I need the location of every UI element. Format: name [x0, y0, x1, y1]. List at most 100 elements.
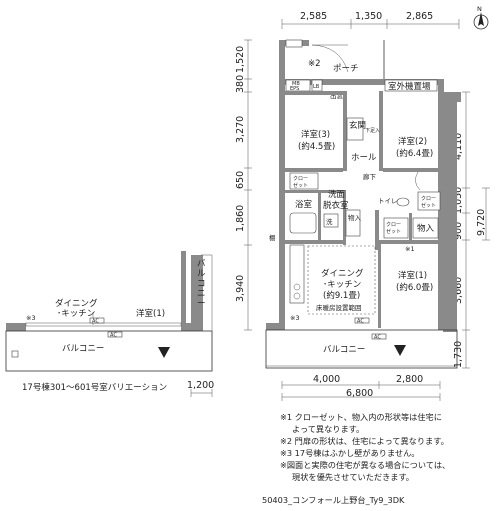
storage-label: 物入 [417, 223, 435, 234]
closet-3-label-2: ゼット [293, 182, 308, 189]
western2-size: (約6.4畳) [396, 148, 433, 159]
stove-burner-icon-2 [293, 292, 301, 300]
mb-label: MB [292, 81, 300, 87]
toilet-fixture [396, 197, 410, 207]
dim-right-2: 1,050 [453, 187, 464, 214]
dim-top-3: 2,865 [406, 11, 433, 22]
bathtub [289, 212, 317, 234]
entrance-box [346, 117, 364, 141]
dim-left-6: 3,940 [235, 275, 246, 302]
dim-top-2: 1,350 [355, 11, 382, 22]
bath-label: 浴室 [295, 199, 313, 210]
variation-width: 1,200 [187, 380, 214, 391]
lb-label: LB [313, 84, 320, 90]
variation-drain-icon [11, 350, 19, 358]
ac-unit-2 [371, 333, 387, 340]
variation-dimension-line [190, 389, 213, 397]
western3-name: 洋室(3) [301, 129, 330, 140]
door-swing [415, 171, 421, 191]
ac-unit-1 [354, 317, 370, 324]
dim-right-1: 4,110 [453, 133, 464, 160]
note-4: ※図面と実際の住宅が異なる場合については、 [280, 460, 450, 470]
dim-left-4: 650 [235, 171, 246, 189]
ldk-mark3: ※3 [290, 314, 300, 322]
variation-ac-1 [89, 317, 105, 324]
dim-right-3: 900 [453, 222, 464, 240]
right-dimension-line [462, 91, 490, 369]
washing-machine [323, 213, 339, 228]
variation-ac-2 [107, 331, 123, 338]
closet-3 [289, 172, 319, 190]
western2-name: 洋室(2) [398, 136, 427, 147]
dim-right-4: 3,660 [453, 277, 464, 304]
left-dimension-line [244, 39, 252, 331]
closet-2-label-2: ゼット [421, 202, 436, 209]
footer-code: 50403_コンフォール上野台_Ty9_3DK [262, 495, 405, 505]
closet-1-label-1: クロー [386, 222, 401, 228]
entrance-label-1: 玄関 [349, 120, 366, 131]
variation-western1: 洋室(1) [136, 308, 165, 319]
closet-2-label-1: クロー [421, 196, 436, 202]
variation-caption: 17号棟301～601号室バリエーション [22, 382, 167, 393]
storage-label-2: 物入 [348, 213, 362, 222]
western1-size: (約6.0畳) [396, 282, 433, 293]
entry-triangle-icon [394, 345, 406, 356]
ldk-name-1: ダイニング [321, 268, 364, 279]
balcony-label: バルコニー [323, 345, 365, 355]
dim-bottom-2: 2,800 [396, 374, 423, 385]
top-dimension-line [281, 19, 460, 29]
closet-1-label-2: ゼット [386, 228, 401, 235]
interior-walls [285, 91, 438, 328]
hall-label: ホール [351, 153, 377, 163]
dim-left-5: 1,860 [235, 205, 246, 232]
dim-left-3: 3,270 [235, 116, 246, 143]
closet-3-label-1: クロー [293, 176, 308, 182]
north-arrow-icon [473, 12, 489, 30]
eps-label: EPS [290, 86, 299, 92]
storage-box [412, 217, 439, 239]
stove-burner-icon [293, 283, 301, 291]
ldk-name-2: ･キッチン [323, 280, 361, 290]
outdoor-unit-area [384, 79, 438, 92]
bay-window-label: 出窓 [330, 91, 344, 100]
washroom-label-1: 洗面 [328, 189, 346, 200]
note-1b: よって異なります。 [292, 424, 364, 434]
dim-bottom-total: 6,800 [346, 388, 373, 399]
porch-mark2: ※2 [308, 59, 321, 69]
western1-name: 洋室(1) [398, 270, 427, 281]
kitchen-counter [289, 244, 305, 304]
variation-ldk-2: ･キッチン [57, 309, 95, 319]
toilet-label: トイレ [378, 197, 398, 205]
bottom-dimension-line [281, 381, 441, 401]
note-4b: 現状を優先させていただきます。 [292, 472, 414, 482]
dim-right-total: 9,720 [476, 209, 487, 236]
storage-box-2 [345, 209, 361, 237]
dim-bottom-1: 4,000 [313, 374, 340, 385]
porch-label: ポーチ [333, 64, 359, 74]
variation-mark3: ※3 [26, 314, 36, 322]
note-1: ※1 クローゼット、物入内の形状等は住宅に [280, 412, 442, 422]
closet-1 [383, 217, 409, 239]
wash-label: 洗 [326, 217, 333, 226]
variation-balcony-side-label: バルコニー [197, 259, 206, 309]
ac-label-1: AC [357, 319, 364, 325]
balcony-area [265, 329, 458, 369]
variation-ac-label-1: AC [92, 319, 99, 325]
variation-entry-triangle-icon [158, 347, 170, 358]
note-3: ※3 17号棟はふかし壁がありません。 [280, 448, 419, 458]
north-label: N [477, 5, 482, 13]
shoe-cabinet-label: 下足入 [365, 128, 380, 134]
variation-ldk-1: ダイニング [55, 298, 98, 309]
note-2: ※2 門扉の形状は、住宅によって異なります。 [280, 436, 449, 446]
shelf-label: 棚 [269, 233, 276, 242]
outdoor-unit-label: 室外機置場 [388, 81, 431, 92]
mark1-label: ※1 [405, 245, 415, 253]
variation-ac-label-2: AC [110, 333, 117, 339]
western3-size: (約4.5畳) [298, 141, 335, 152]
washroom-label-2: 脱衣室 [323, 200, 349, 211]
floor-heating-area [307, 245, 376, 315]
variation-walls [6, 251, 203, 331]
dim-right-5: 1,730 [453, 341, 464, 368]
floor-heating-label: 床暖房設置範囲 [316, 303, 362, 312]
dim-left-1: 1,520 [235, 46, 246, 73]
